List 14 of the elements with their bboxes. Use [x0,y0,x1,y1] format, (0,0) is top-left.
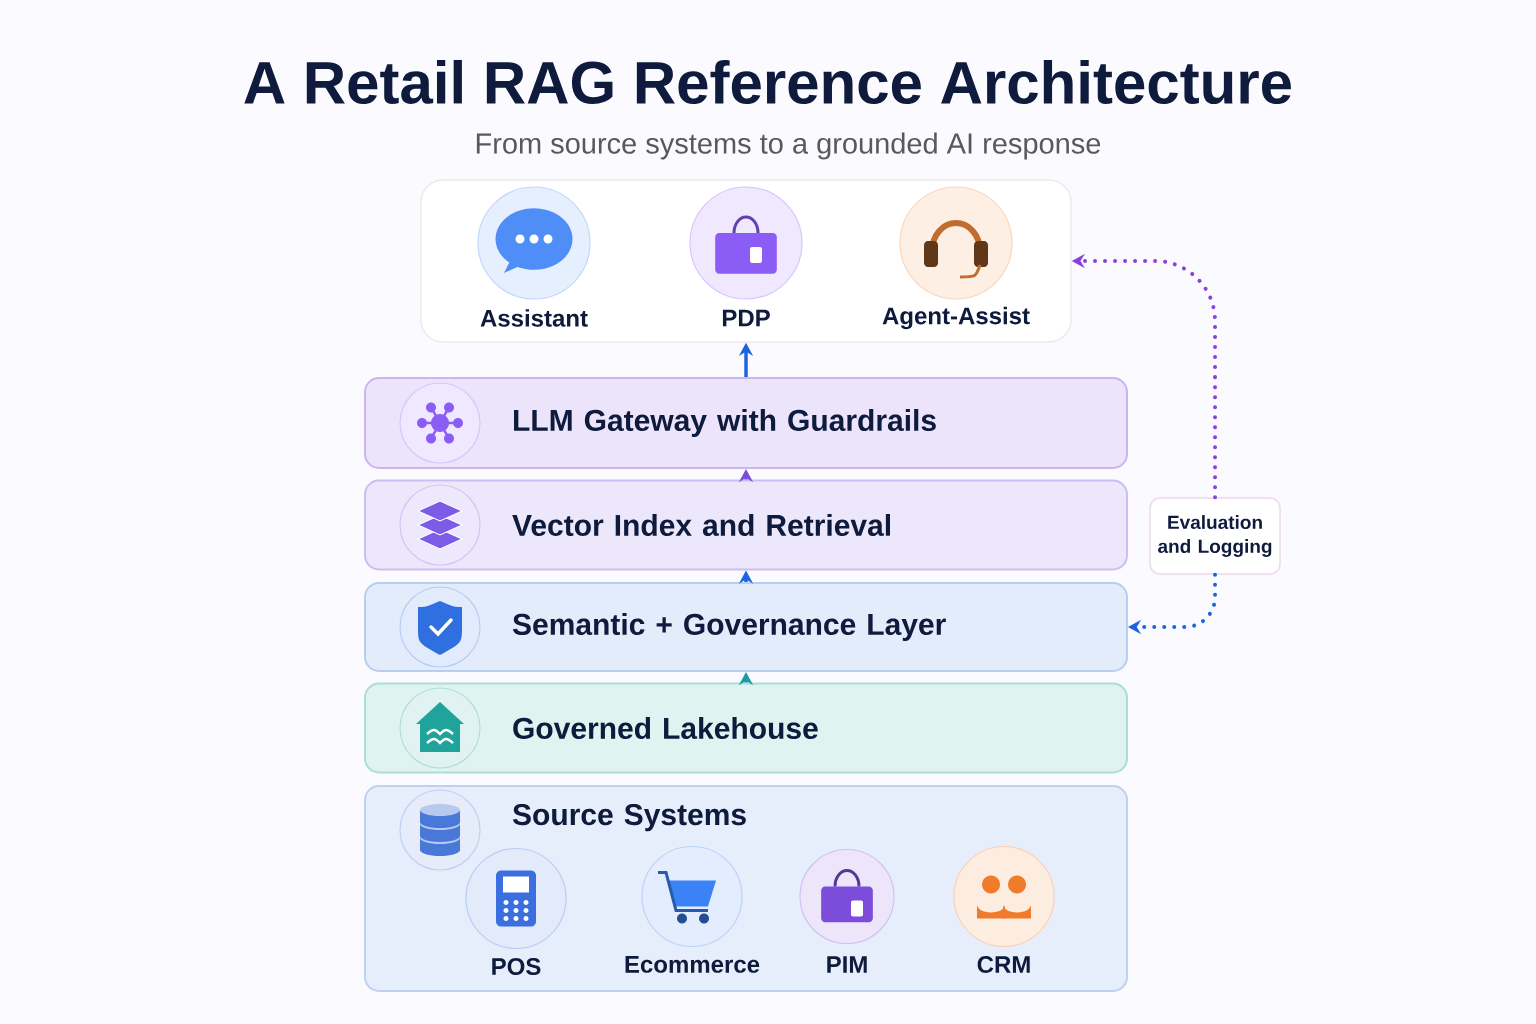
item-label: Assistant [480,309,588,327]
evaluation-box: Evaluation and Logging [1149,497,1281,575]
subtitle: From source systems to a grounded AI response [476,132,1101,160]
layer-box: Governed Lakehouse [364,682,1128,774]
layer-box: Semantic + Governance Layer [364,582,1128,672]
layer-box: LLM Gateway with Guardrails [364,377,1128,469]
item-label: Ecommerce [625,956,760,973]
item-label: CRM [977,956,1030,973]
layer-box: Vector Index and Retrieval [364,479,1128,571]
item-label: Agent-Assist [882,306,1030,330]
title: A Retail RAG Reference Architecture [244,59,1291,104]
item-label: PIM [827,956,867,973]
item-label: PDP [722,309,770,327]
item-label: POS [492,958,541,975]
